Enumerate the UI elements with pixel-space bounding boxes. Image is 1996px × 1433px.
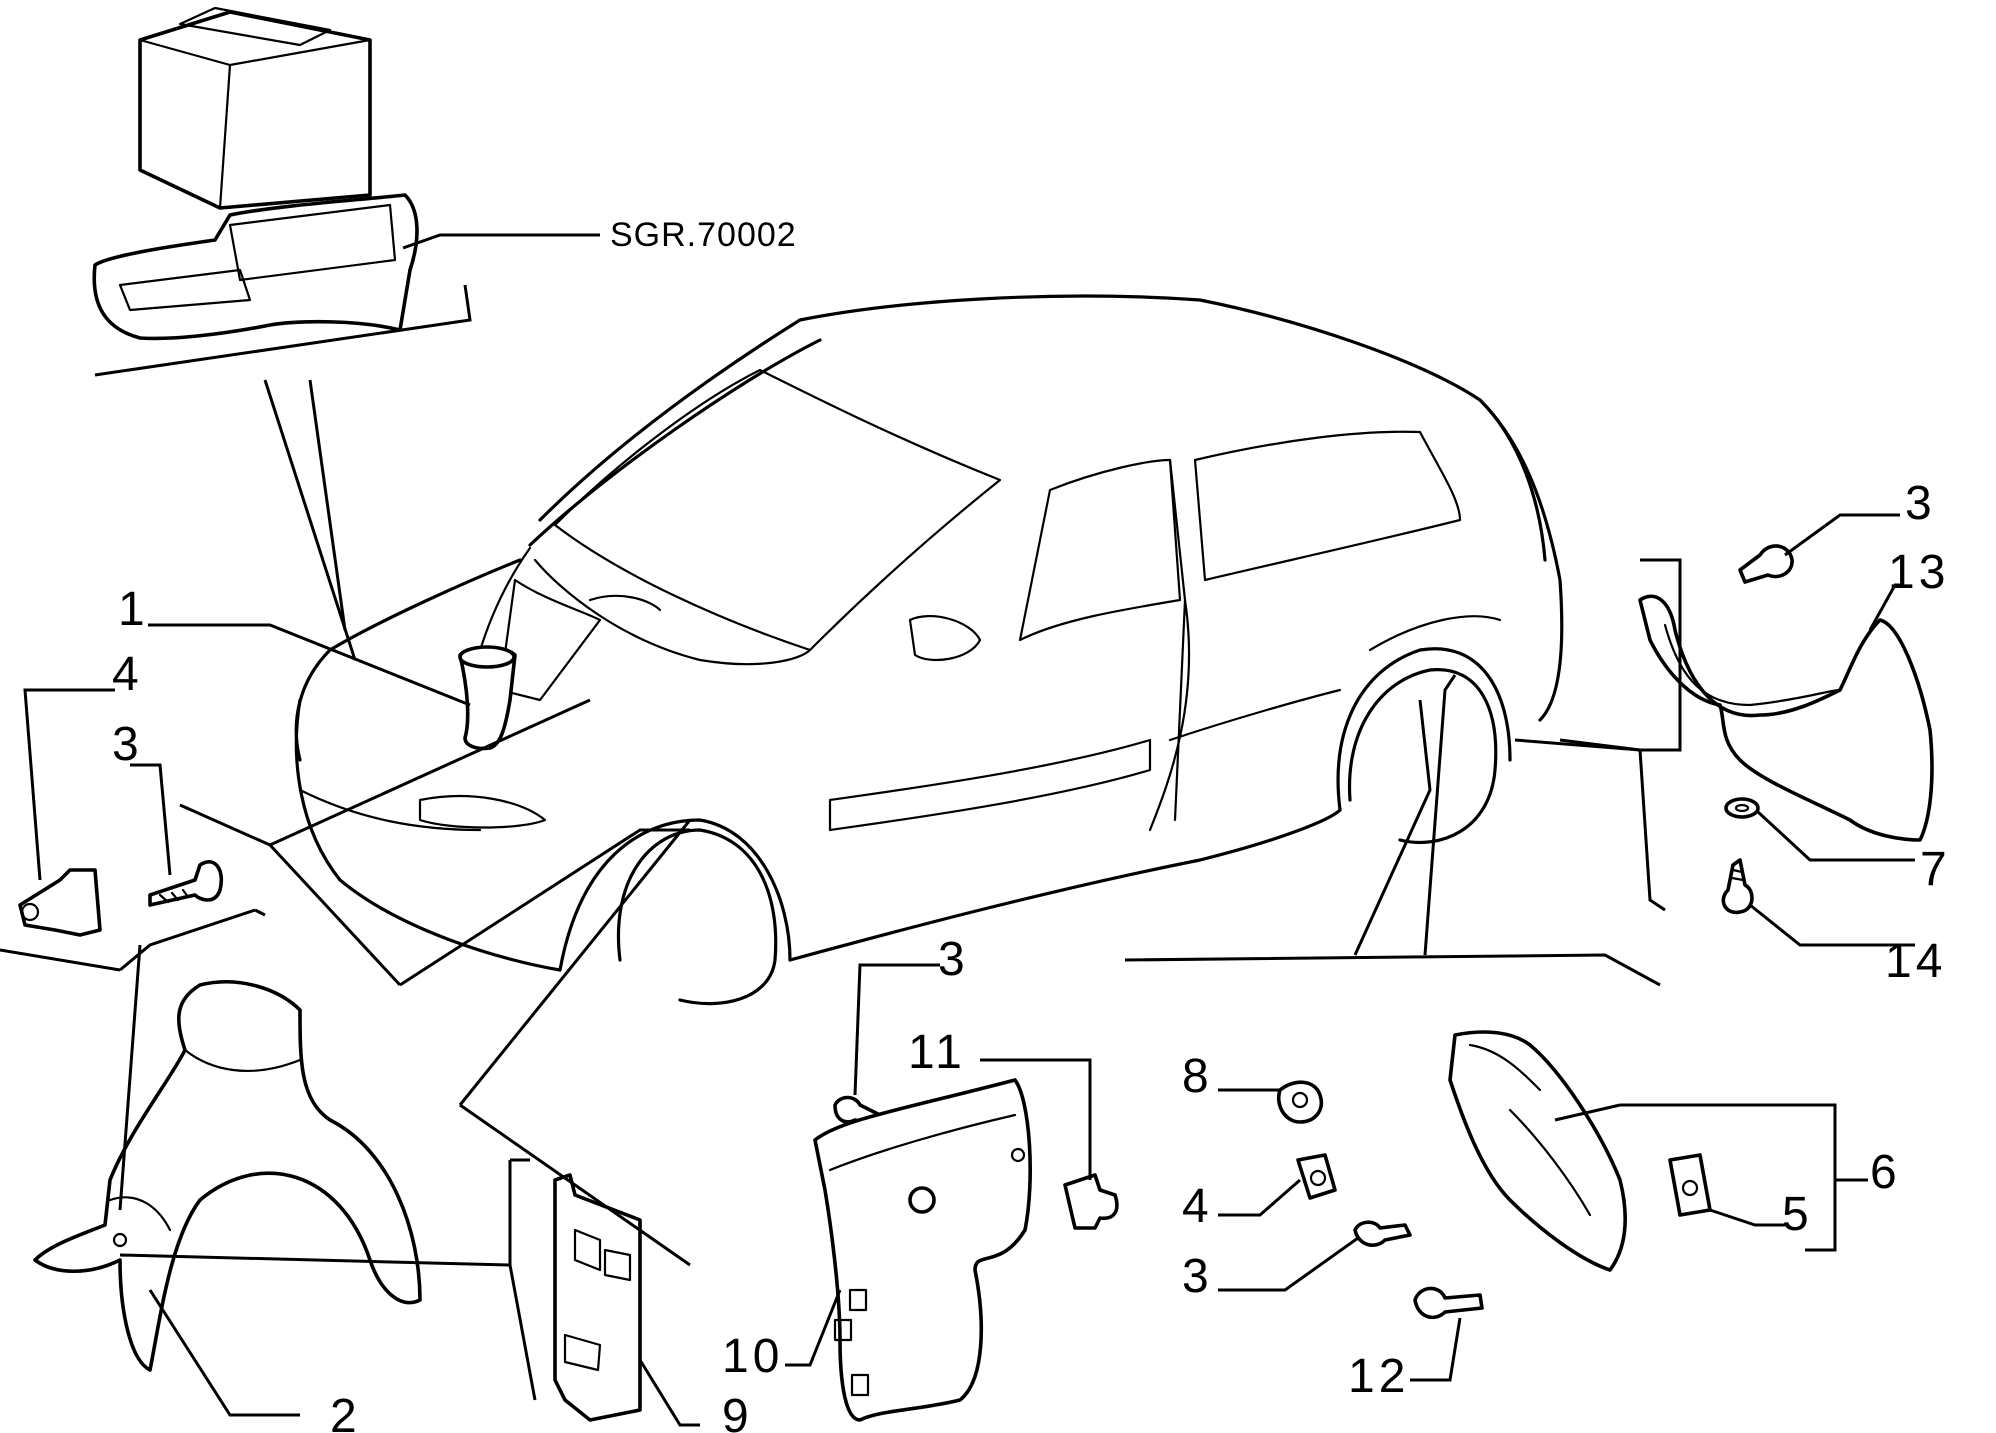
screw-3-left	[148, 860, 223, 907]
nut-8	[1277, 1080, 1323, 1124]
rear-liner-10	[813, 1078, 1032, 1422]
panel-9	[553, 1173, 642, 1422]
callout-3-left: 3	[112, 718, 143, 771]
mud-flap-13	[1638, 594, 1934, 842]
filler-neck-part	[458, 645, 517, 751]
callout-9: 9	[722, 1390, 753, 1433]
screw-3-low	[1353, 1220, 1412, 1247]
callout-2: 2	[330, 1390, 361, 1433]
callout-8: 8	[1182, 1050, 1213, 1103]
screw-3-right	[1738, 544, 1794, 584]
callout-10: 10	[722, 1330, 783, 1383]
callout-12: 12	[1348, 1350, 1409, 1403]
clip-5	[1668, 1153, 1712, 1217]
labels: SGR.70002 1 4 3 2 9 3 11 10 8 4 3 12 6 5…	[112, 216, 1951, 1433]
clip-11	[1063, 1173, 1119, 1230]
battery-tray-assembly	[92, 6, 419, 341]
leader-lines	[0, 233, 1915, 1427]
screw-12	[1413, 1286, 1484, 1320]
callout-7: 7	[1920, 843, 1951, 896]
car-outline	[294, 294, 1564, 1006]
front-wheel-liner-2	[33, 980, 422, 1372]
bolt-14	[1721, 858, 1754, 915]
callout-11: 11	[908, 1026, 966, 1079]
callout-3-low: 3	[1182, 1250, 1213, 1303]
reference-code-label: SGR.70002	[610, 216, 797, 254]
rear-shield-6	[1448, 1030, 1627, 1272]
callout-4-mid: 4	[1182, 1180, 1213, 1233]
callout-6: 6	[1870, 1146, 1901, 1199]
callout-3-right: 3	[1905, 477, 1936, 530]
push-clip-4-left	[18, 868, 102, 937]
callout-3-mid: 3	[938, 933, 969, 986]
callout-5: 5	[1782, 1188, 1813, 1241]
callout-1: 1	[118, 583, 149, 636]
washer-7	[1724, 797, 1760, 819]
callout-13: 13	[1888, 546, 1949, 599]
clip-4-mid	[1296, 1153, 1337, 1200]
callout-4-left: 4	[112, 648, 143, 701]
callout-14: 14	[1885, 935, 1946, 988]
